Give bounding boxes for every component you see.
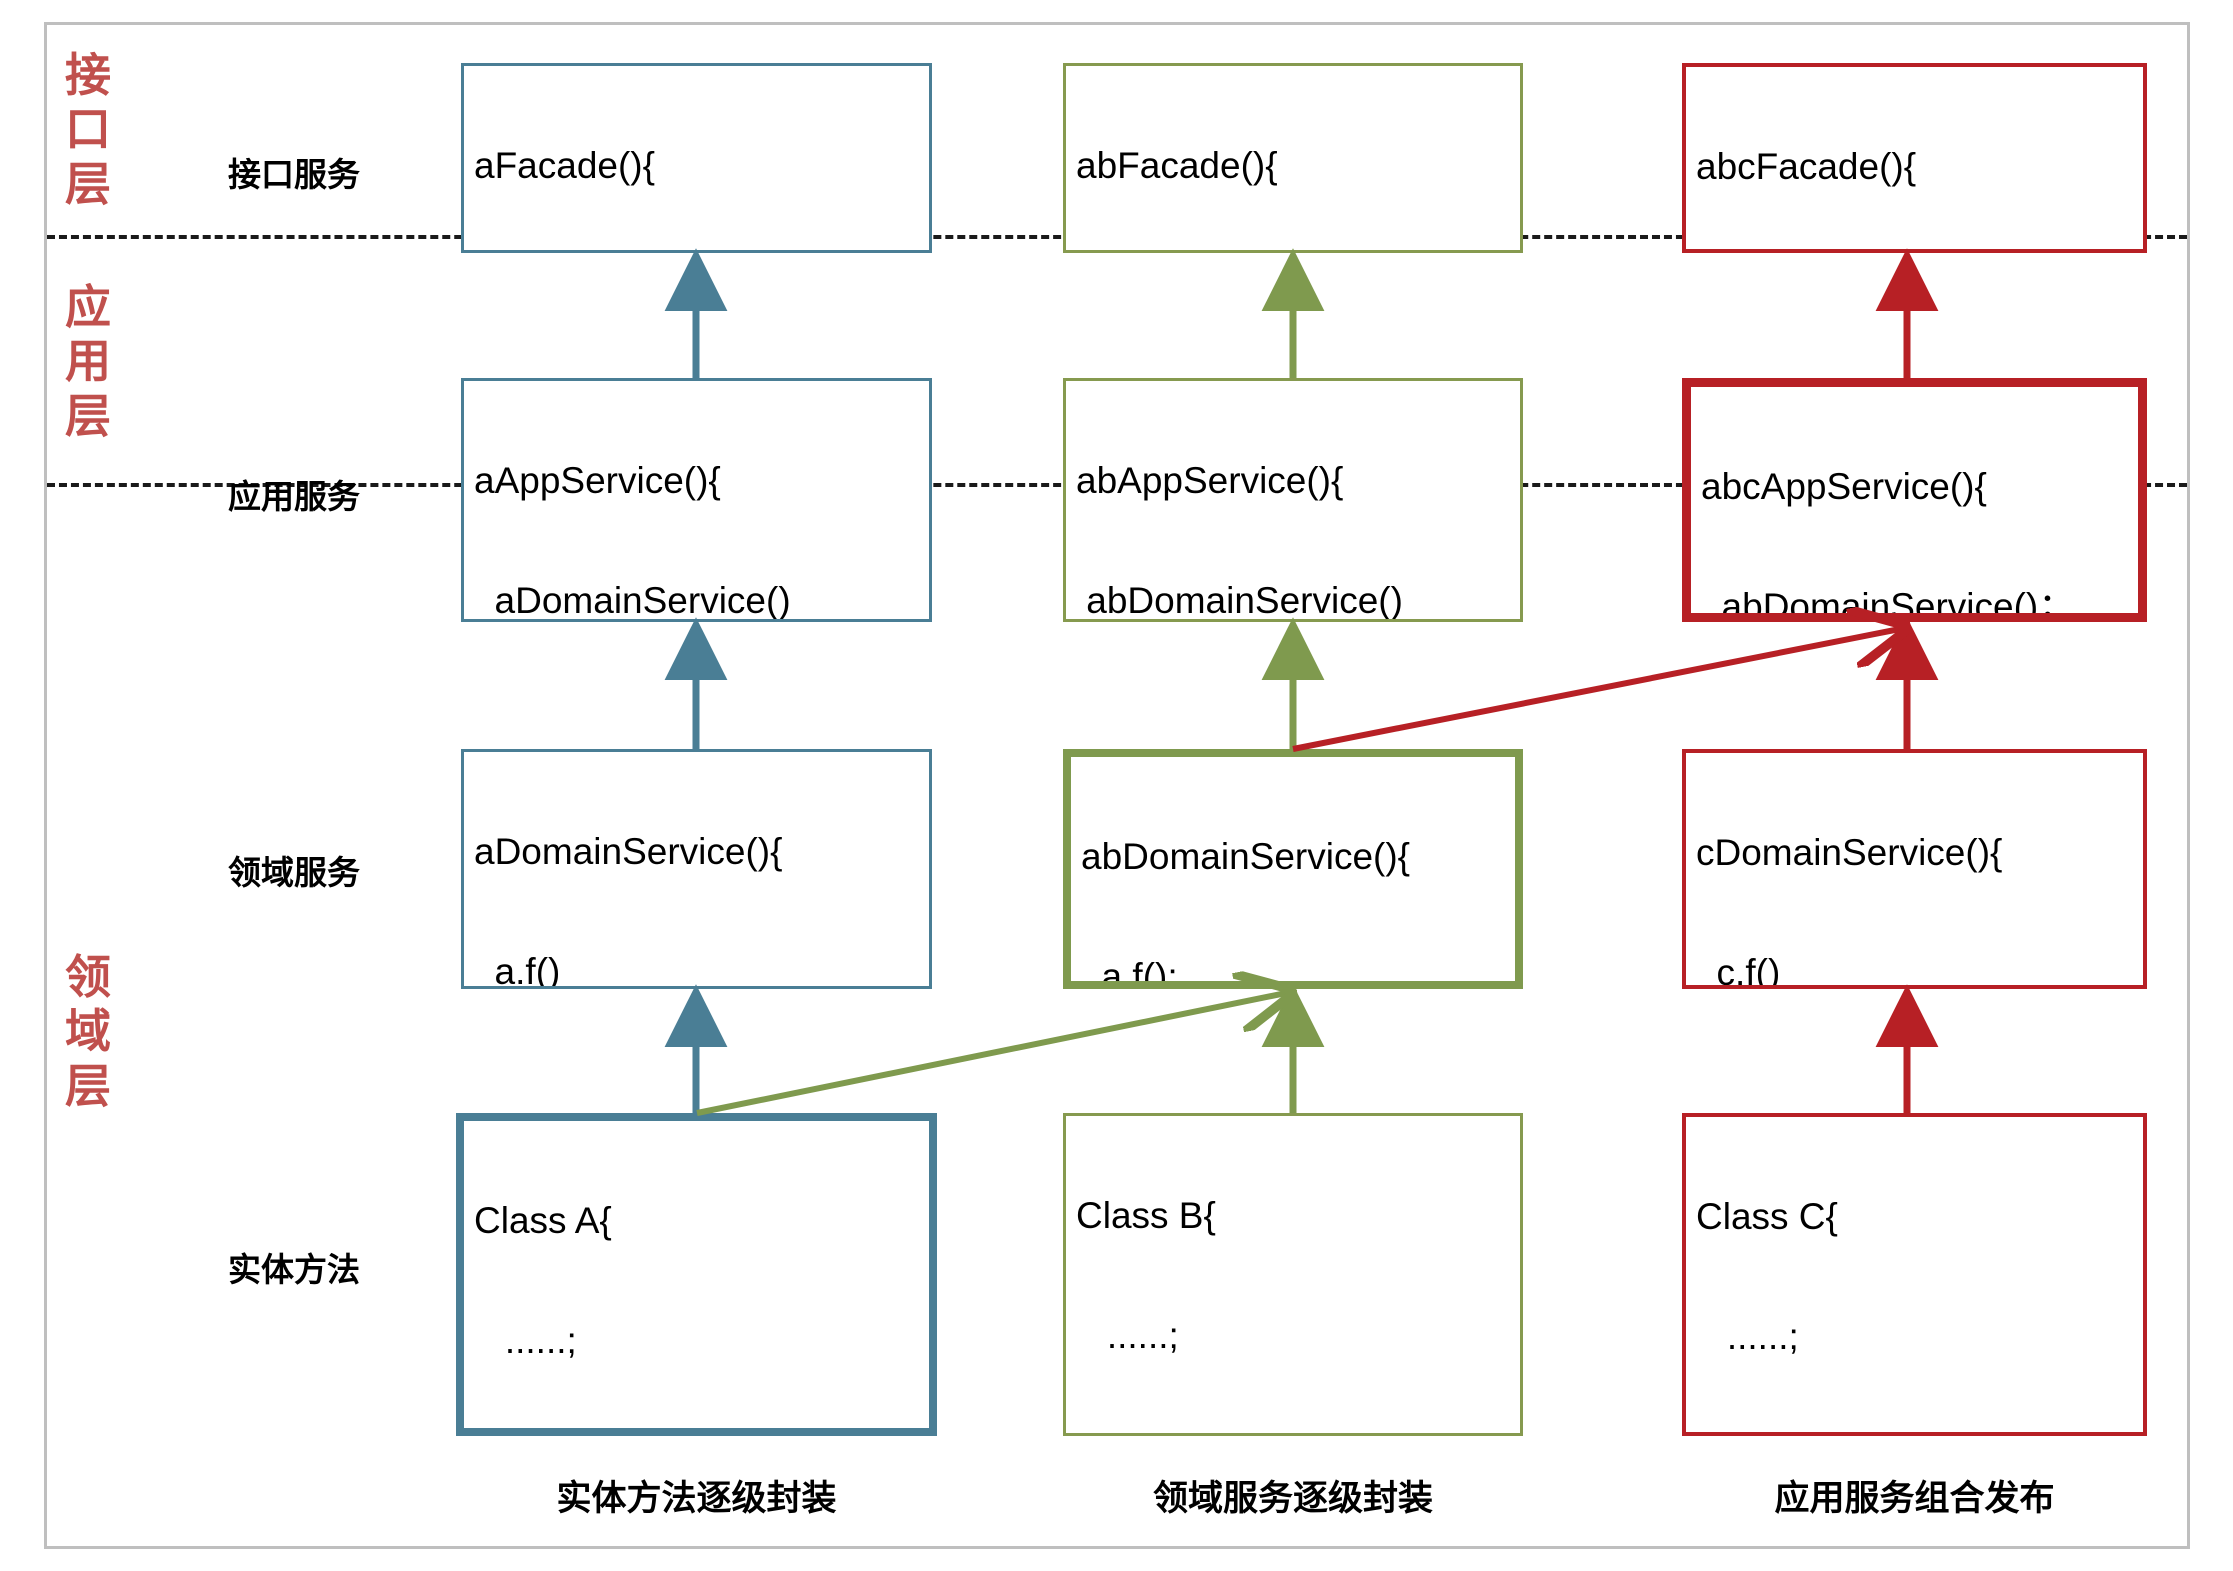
layer-label-application-char-1: 用 — [65, 335, 111, 388]
row-label-application-service: 应用服务 — [228, 478, 360, 515]
code-line: a.f(); — [1081, 955, 1178, 989]
box-class-a[interactable]: Class A{ ......; f(){ ...... } } — [456, 1113, 937, 1436]
box-ab-app-service[interactable]: abAppService(){ abDomainService() } — [1063, 378, 1523, 622]
layer-label-domain-char-0: 领 — [65, 951, 111, 1003]
box-ab-facade[interactable]: abFacade(){ ...... } — [1063, 63, 1523, 253]
code-line: Class A{ — [474, 1200, 612, 1242]
code-line: abDomainService(){ — [1081, 836, 1411, 878]
box-a-app-service[interactable]: aAppService(){ aDomainService() } — [461, 378, 932, 622]
layer-label-domain-char-1: 域 — [65, 1005, 111, 1058]
caption-entity-method: 实体方法逐级封装 — [556, 1479, 837, 1518]
layer-label-application: 应 用 层 — [58, 280, 118, 443]
box-class-b[interactable]: Class B{ ......; f(){ ...... } } — [1063, 1113, 1523, 1436]
layer-label-interface: 接 口 层 — [58, 48, 118, 211]
layer-label-domain-char-2: 层 — [65, 1059, 111, 1112]
layer-label-interface-char-2: 层 — [65, 157, 111, 210]
box-abc-app-service[interactable]: abcAppService(){ abDomainService()； cDom… — [1682, 378, 2147, 622]
code-line: c.f() — [1696, 951, 1781, 989]
box-a-domain-service[interactable]: aDomainService(){ a.f() } — [461, 749, 932, 989]
layer-label-application-char-2: 层 — [65, 389, 111, 442]
box-a-facade[interactable]: aFacade(){ ...... } — [461, 63, 932, 253]
code-line: abDomainService()； — [1701, 585, 2076, 622]
box-abc-facade[interactable]: abcFacade(){ ...... } — [1682, 63, 2147, 253]
code-line: cDomainService(){ — [1696, 832, 2003, 874]
code-line: abFacade(){ — [1076, 145, 1278, 187]
code-line: abcFacade(){ — [1696, 146, 1917, 188]
code-line: Class B{ — [1076, 1195, 1216, 1237]
layer-label-application-char-0: 应 — [65, 281, 111, 333]
code-line: aAppService(){ — [474, 460, 721, 502]
code-line: aDomainService(){ — [474, 831, 783, 873]
layer-label-domain: 领 域 层 — [58, 950, 118, 1113]
code-line: aFacade(){ — [474, 145, 655, 187]
code-line: ......; — [474, 1319, 577, 1361]
row-label-facade-service: 接口服务 — [228, 156, 360, 193]
code-line: a.f() — [474, 950, 561, 989]
caption-domain-service: 领域服务逐级封装 — [1152, 1479, 1433, 1518]
code-line: ......; — [1076, 1314, 1179, 1356]
row-label-entity-method: 实体方法 — [228, 1251, 360, 1288]
code-line: Class C{ — [1696, 1196, 1838, 1238]
code-line: abAppService(){ — [1076, 460, 1344, 502]
layer-label-interface-char-1: 口 — [65, 103, 111, 156]
code-line: abcAppService(){ — [1701, 466, 1987, 508]
layer-label-interface-char-0: 接 — [65, 49, 111, 101]
code-line: aDomainService() — [474, 579, 791, 621]
row-label-domain-service: 领域服务 — [228, 854, 360, 891]
box-c-domain-service[interactable]: cDomainService(){ c.f() } — [1682, 749, 2147, 989]
box-class-c[interactable]: Class C{ ......; f(){ ...... } } — [1682, 1113, 2147, 1436]
code-line: ......; — [1696, 1315, 1799, 1357]
box-ab-domain-service[interactable]: abDomainService(){ a.f(); b.f() } — [1063, 749, 1523, 989]
caption-app-service: 应用服务组合发布 — [1774, 1479, 2055, 1518]
code-line: abDomainService() — [1076, 579, 1403, 621]
